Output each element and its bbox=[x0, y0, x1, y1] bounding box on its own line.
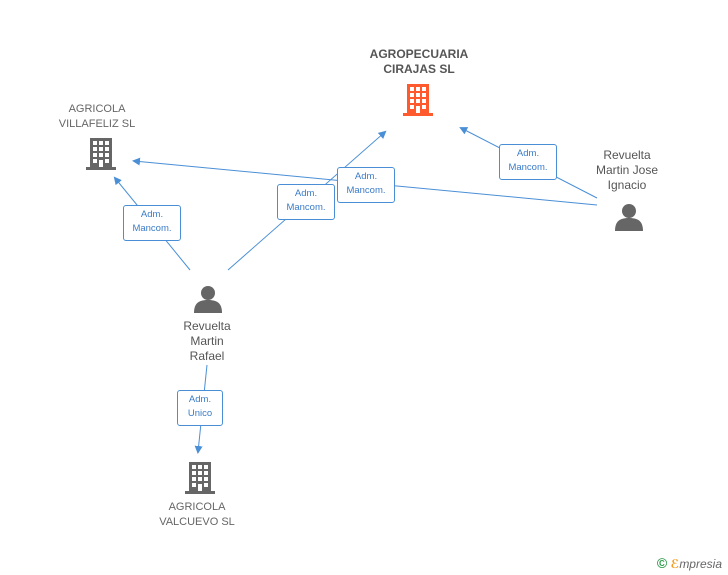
relation-label[interactable]: Adm. Mancom. bbox=[337, 167, 395, 203]
node-label-villafeliz: AGRICOLA VILLAFELIZ SL bbox=[58, 103, 136, 130]
person-icon[interactable] bbox=[614, 203, 644, 233]
relation-label[interactable]: Adm. Mancom. bbox=[499, 144, 557, 180]
relation-label[interactable]: Adm. Mancom. bbox=[277, 184, 335, 220]
node-label-rafael: Revuelta Martin Rafael bbox=[183, 319, 231, 363]
building-icon[interactable] bbox=[401, 82, 435, 118]
building-icon[interactable] bbox=[84, 136, 118, 172]
relation-label[interactable]: Adm. Mancom. bbox=[123, 205, 181, 241]
brand-logo: © ℰmpresia bbox=[656, 555, 722, 571]
node-label-cirajas: AGROPECUARIA CIRAJAS SL bbox=[369, 47, 469, 76]
node-label-valcuevo: AGRICOLA VALCUEVO SL bbox=[159, 501, 235, 528]
node-label-jose: Revuelta Martin Jose Ignacio bbox=[595, 148, 659, 192]
relation-label[interactable]: Adm. Unico bbox=[177, 390, 223, 426]
building-icon[interactable] bbox=[183, 460, 217, 496]
person-icon[interactable] bbox=[193, 285, 223, 315]
